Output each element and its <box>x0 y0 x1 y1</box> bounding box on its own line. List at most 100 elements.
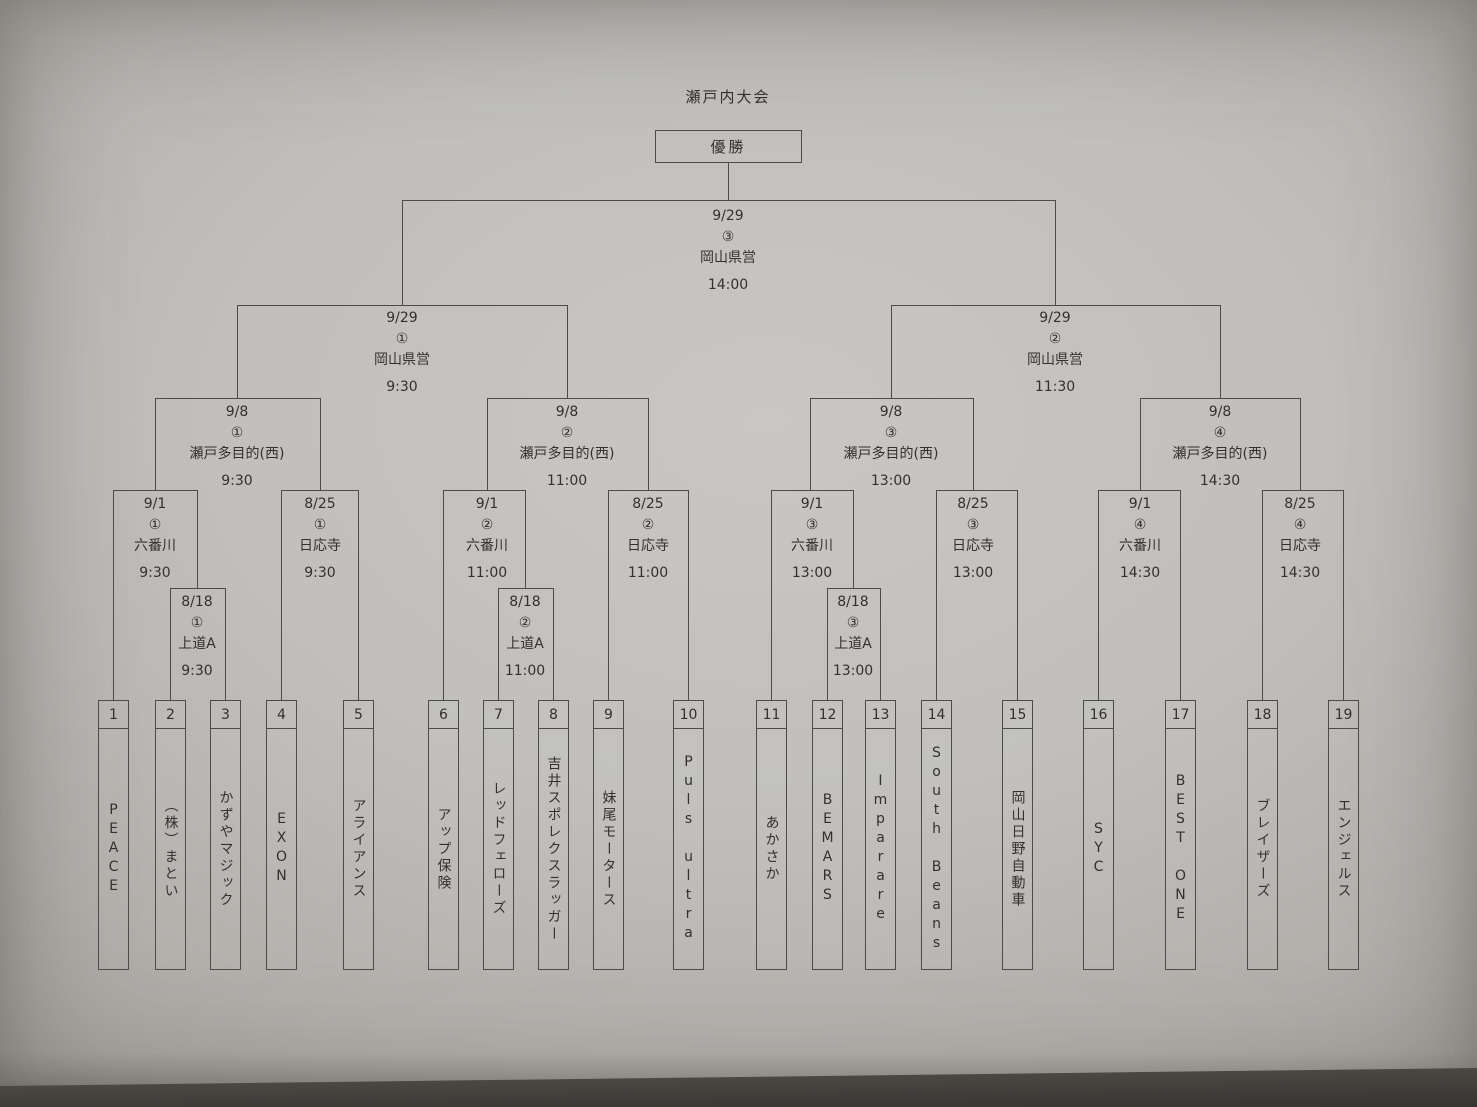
team-name: アップ保険 <box>435 806 452 892</box>
match-venue: 岡山県営 <box>374 352 430 368</box>
bracket-line <box>525 490 526 589</box>
bracket-line <box>1262 490 1263 701</box>
match-date: 9/29 <box>1039 310 1071 326</box>
team-name: あかさか <box>763 815 780 883</box>
match-round1-2: 8/25 ① 日応寺 9:30 <box>299 494 341 584</box>
match-date: 8/25 <box>304 496 336 512</box>
team-name: PEACE <box>105 801 122 897</box>
bracket-line <box>1098 490 1099 701</box>
match-number: ① <box>313 517 327 533</box>
team-name: （株）まとい <box>162 798 179 900</box>
match-time: 11:00 <box>466 565 508 581</box>
match-date: 9/1 <box>143 496 167 512</box>
match-round1-1: 9/1 ① 六番川 9:30 <box>134 494 176 584</box>
bracket-line <box>880 588 881 701</box>
team-box-11: 11 あかさか <box>756 700 787 970</box>
bracket-line <box>810 398 974 399</box>
bracket-line <box>771 490 854 491</box>
bracket-line <box>358 490 359 701</box>
match-round1-4: 8/25 ② 日応寺 11:00 <box>627 494 669 584</box>
bracket-line <box>443 490 526 491</box>
bracket-line <box>1220 305 1221 399</box>
match-number: ③ <box>721 229 735 245</box>
match-time: 11:00 <box>627 565 669 581</box>
bracket-line <box>1098 490 1181 491</box>
match-semifinal-right: 9/29 ② 岡山県営 11:30 <box>1027 308 1083 398</box>
bracket-line <box>827 588 881 589</box>
match-number: ③ <box>884 425 898 441</box>
team-box-10: 10 Puls ultra <box>673 700 704 970</box>
match-quarterfinal-3: 9/8 ③ 瀬戸多目的(西) 13:00 <box>844 402 939 492</box>
team-seed: 9 <box>594 701 623 729</box>
match-venue: 瀬戸多目的(西) <box>1172 446 1268 462</box>
team-box-15: 15 岡山日野自動車 <box>1002 700 1033 970</box>
bracket-line <box>1055 200 1056 306</box>
team-name: レッドフェローズ <box>490 781 507 917</box>
match-date: 8/25 <box>1284 496 1316 512</box>
team-seed: 15 <box>1003 701 1032 729</box>
bracket-line <box>567 305 568 399</box>
match-venue: 上道A <box>506 636 544 652</box>
match-date: 9/1 <box>1128 496 1152 512</box>
team-box-19: 19 エンジェルス <box>1328 700 1359 970</box>
match-number: ② <box>1048 331 1062 347</box>
match-quarterfinal-1: 9/8 ① 瀬戸多目的(西) 9:30 <box>190 402 285 492</box>
team-box-13: 13 Imparare <box>865 700 896 970</box>
team-seed: 11 <box>757 701 786 729</box>
match-date: 8/18 <box>837 594 869 610</box>
match-time: 11:00 <box>546 473 588 489</box>
match-date: 9/1 <box>475 496 499 512</box>
bracket-line <box>810 398 811 491</box>
team-name: South Beans <box>928 744 945 954</box>
team-seed: 10 <box>674 701 703 729</box>
match-date: 9/29 <box>712 208 744 224</box>
team-box-8: 8 吉井スポレクスラッガー <box>538 700 569 970</box>
match-date: 9/29 <box>386 310 418 326</box>
match-number: ③ <box>805 517 819 533</box>
team-name: 吉井スポレクスラッガー <box>545 755 562 943</box>
team-box-7: 7 レッドフェローズ <box>483 700 514 970</box>
match-number: ② <box>560 425 574 441</box>
match-number: ② <box>480 517 494 533</box>
bracket-line <box>197 490 198 589</box>
team-name: 岡山日野自動車 <box>1009 789 1026 909</box>
bracket-line <box>553 588 554 701</box>
match-time: 13:00 <box>870 473 912 489</box>
match-time: 13:00 <box>952 565 994 581</box>
match-date: 8/25 <box>632 496 664 512</box>
bracket-line <box>155 398 321 399</box>
match-round1-8: 8/25 ④ 日応寺 14:30 <box>1279 494 1321 584</box>
bracket-line <box>936 490 937 701</box>
team-box-12: 12 BEMARS <box>812 700 843 970</box>
bracket-line <box>1262 490 1344 491</box>
bracket-line <box>113 490 114 701</box>
match-time: 11:00 <box>504 663 546 679</box>
bracket-line <box>1180 490 1181 701</box>
match-venue: 瀬戸多目的(西) <box>843 446 939 462</box>
match-venue: 六番川 <box>791 538 833 554</box>
bracket-line <box>443 490 444 701</box>
bracket-line <box>170 588 226 589</box>
bracket-line <box>771 490 772 701</box>
match-venue: 瀬戸多目的(西) <box>519 446 615 462</box>
match-venue: 岡山県営 <box>700 250 756 266</box>
match-venue: 上道A <box>178 636 216 652</box>
bracket-line <box>498 588 554 589</box>
match-playin-1: 8/18 ① 上道A 9:30 <box>178 592 216 682</box>
team-box-16: 16 SYC <box>1083 700 1114 970</box>
match-venue: 六番川 <box>466 538 508 554</box>
match-quarterfinal-2: 9/8 ② 瀬戸多目的(西) 11:00 <box>520 402 615 492</box>
match-final: 9/29 ③ 岡山県営 14:00 <box>700 206 756 296</box>
bracket-line <box>853 490 854 589</box>
match-number: ① <box>395 331 409 347</box>
bracket-line <box>891 305 892 399</box>
bracket-line <box>487 398 649 399</box>
match-venue: 日応寺 <box>299 538 341 554</box>
bracket-line <box>281 490 282 701</box>
match-venue: 日応寺 <box>627 538 669 554</box>
team-name: ブレイザーズ <box>1254 798 1271 900</box>
match-time: 13:00 <box>832 663 874 679</box>
bracket-line <box>402 200 1056 201</box>
match-number: ① <box>230 425 244 441</box>
